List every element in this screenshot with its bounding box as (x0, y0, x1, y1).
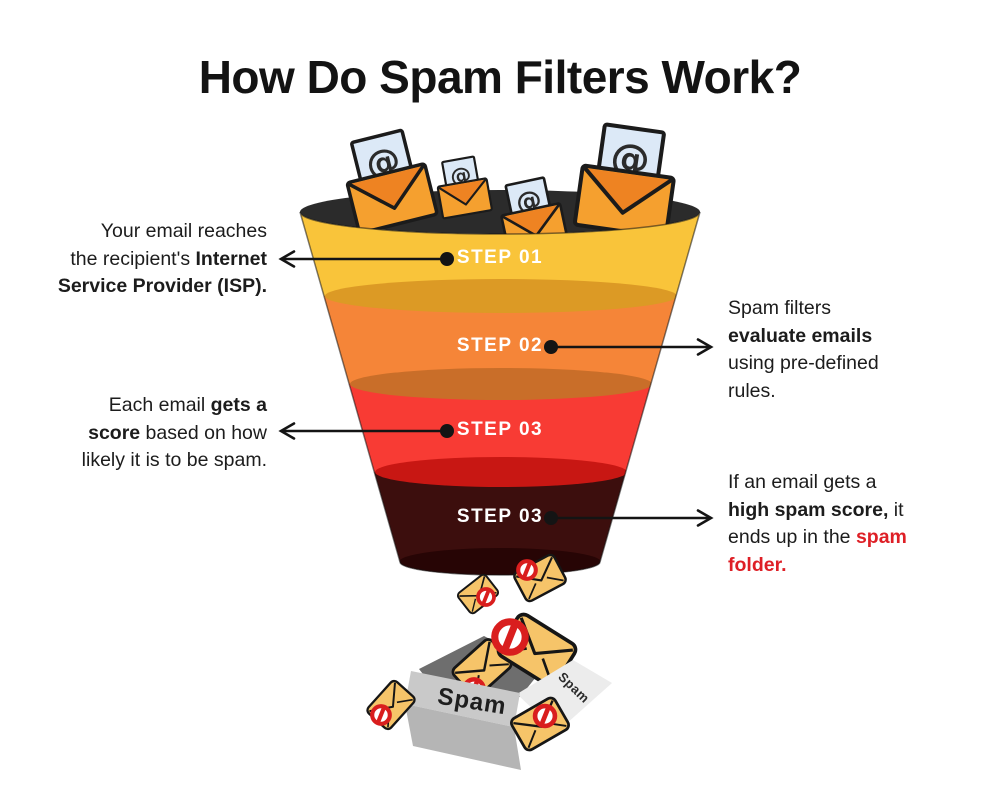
annotation-step3: Each email gets a score based on how lik… (81, 394, 267, 471)
spam-box-front (405, 704, 521, 770)
leader-arrow-step4 (544, 509, 714, 527)
step-4-label: STEP 03 (456, 506, 544, 527)
leader-arrow-step2 (544, 338, 714, 356)
incoming-envelope-icon (432, 153, 494, 220)
leader-arrow-step3 (278, 422, 454, 440)
incoming-envelope-icon (575, 122, 681, 237)
page-title: How Do Spam Filters Work? (198, 51, 802, 103)
step-2-label: STEP 02 (456, 335, 544, 356)
blocked-icon (476, 587, 496, 607)
blocked-icon (535, 706, 555, 726)
leader-arrow-step1 (278, 250, 454, 268)
blocked-icon (372, 706, 390, 724)
funnel-outline (299, 211, 701, 576)
blocked-icon (495, 622, 525, 652)
blocked-icon (518, 561, 536, 579)
annotation-step1: Your email reaches the recipient's Inter… (57, 220, 267, 297)
annotation-step4: If an email gets a high spam score, it e… (728, 471, 907, 576)
spam-box-front-flap (405, 671, 520, 727)
step-1-label: STEP 01 (456, 247, 544, 268)
step-3-label: STEP 03 (456, 419, 544, 440)
annotation-step2: Spam filters evaluate emails using pre-d… (728, 297, 879, 402)
